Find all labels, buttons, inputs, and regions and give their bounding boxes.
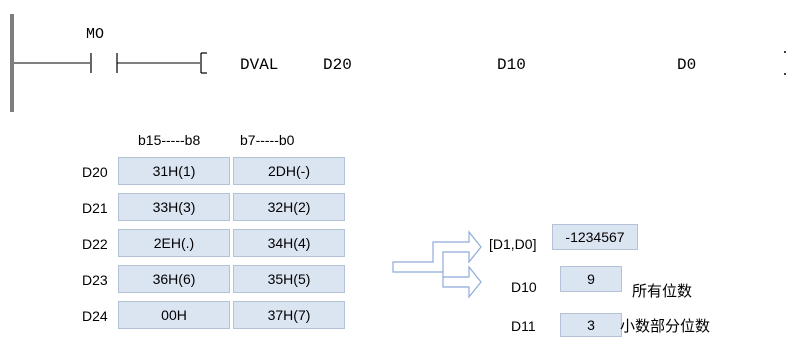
row-label-d20: D20: [82, 164, 108, 180]
cell-d22-high: 2EH(.): [118, 229, 230, 257]
operand-source: D20: [323, 56, 352, 74]
result-label-d1d0: [D1,D0]: [489, 236, 537, 252]
right-end-mark: [784, 51, 786, 53]
cell-d23-high: 36H(6): [118, 265, 230, 293]
result-value-d10: 9: [560, 266, 622, 292]
cell-d20-low: 2DH(-): [233, 157, 345, 185]
operand-d0: D0: [677, 56, 697, 74]
cell-d24-low: 37H(7): [233, 301, 345, 329]
cell-d21-high: 33H(3): [118, 193, 230, 221]
instruction-name: DVAL: [240, 56, 279, 74]
column-header-high-byte: b15-----b8: [138, 132, 201, 148]
note-decimal-digits: 小数部分位数: [620, 317, 711, 335]
cell-d24-high: 00H: [118, 301, 230, 329]
column-header-low-byte: b7-----b0: [240, 132, 295, 148]
result-value-d11: 3: [560, 313, 622, 337]
cell-d23-low: 35H(5): [233, 265, 345, 293]
row-label-d24: D24: [82, 308, 108, 324]
result-label-d10: D10: [511, 279, 537, 295]
row-label-d23: D23: [82, 272, 108, 288]
cell-d20-high: 31H(1): [118, 157, 230, 185]
note-total-digits: 所有位数: [632, 282, 693, 300]
cell-d21-low: 32H(2): [233, 193, 345, 221]
result-label-d11: D11: [511, 318, 536, 334]
row-label-d22: D22: [82, 236, 108, 252]
result-value-d1d0: -1234567: [552, 224, 638, 250]
row-label-d21: D21: [82, 200, 108, 216]
contact-label: MO: [86, 26, 105, 43]
ladder-lines: [10, 14, 786, 112]
ladder-rung: MO DVAL D20 D10 D0: [0, 0, 787, 112]
left-power-rail: [10, 14, 14, 112]
operand-d10: D10: [497, 56, 526, 74]
cell-d22-low: 34H(4): [233, 229, 345, 257]
split-arrow-shape: [392, 230, 482, 299]
